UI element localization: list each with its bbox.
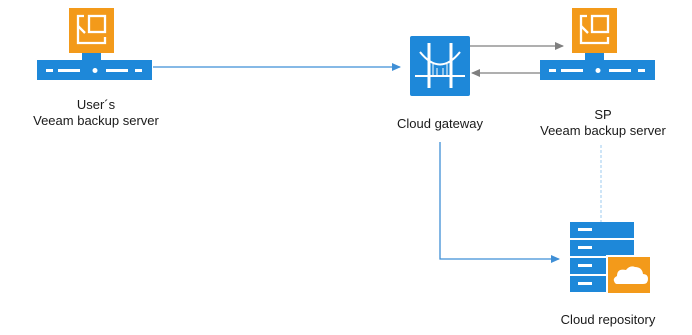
repository-label-text: Cloud repository xyxy=(560,312,656,327)
user-server-label: User´s Veeam backup server xyxy=(21,97,171,129)
user-server-label-line2: Veeam backup server xyxy=(33,113,159,128)
sp-server-label-line1: SP xyxy=(594,107,612,122)
gateway-label-text: Cloud gateway xyxy=(397,116,483,131)
cloud-gateway-bridge-icon xyxy=(410,36,470,96)
sp-server-label: SP Veeam backup server xyxy=(522,107,684,139)
sp-veeam-server-icon xyxy=(540,8,655,80)
user-server-label-line1: User´s xyxy=(76,97,116,112)
repository-label: Cloud repository xyxy=(543,312,673,328)
cloud-repository-icon xyxy=(570,222,652,295)
user-veeam-server-icon xyxy=(37,8,152,80)
connector-gateway-to-repository xyxy=(439,142,560,263)
sp-server-label-line2: Veeam backup server xyxy=(540,123,666,138)
gateway-label: Cloud gateway xyxy=(375,116,505,132)
